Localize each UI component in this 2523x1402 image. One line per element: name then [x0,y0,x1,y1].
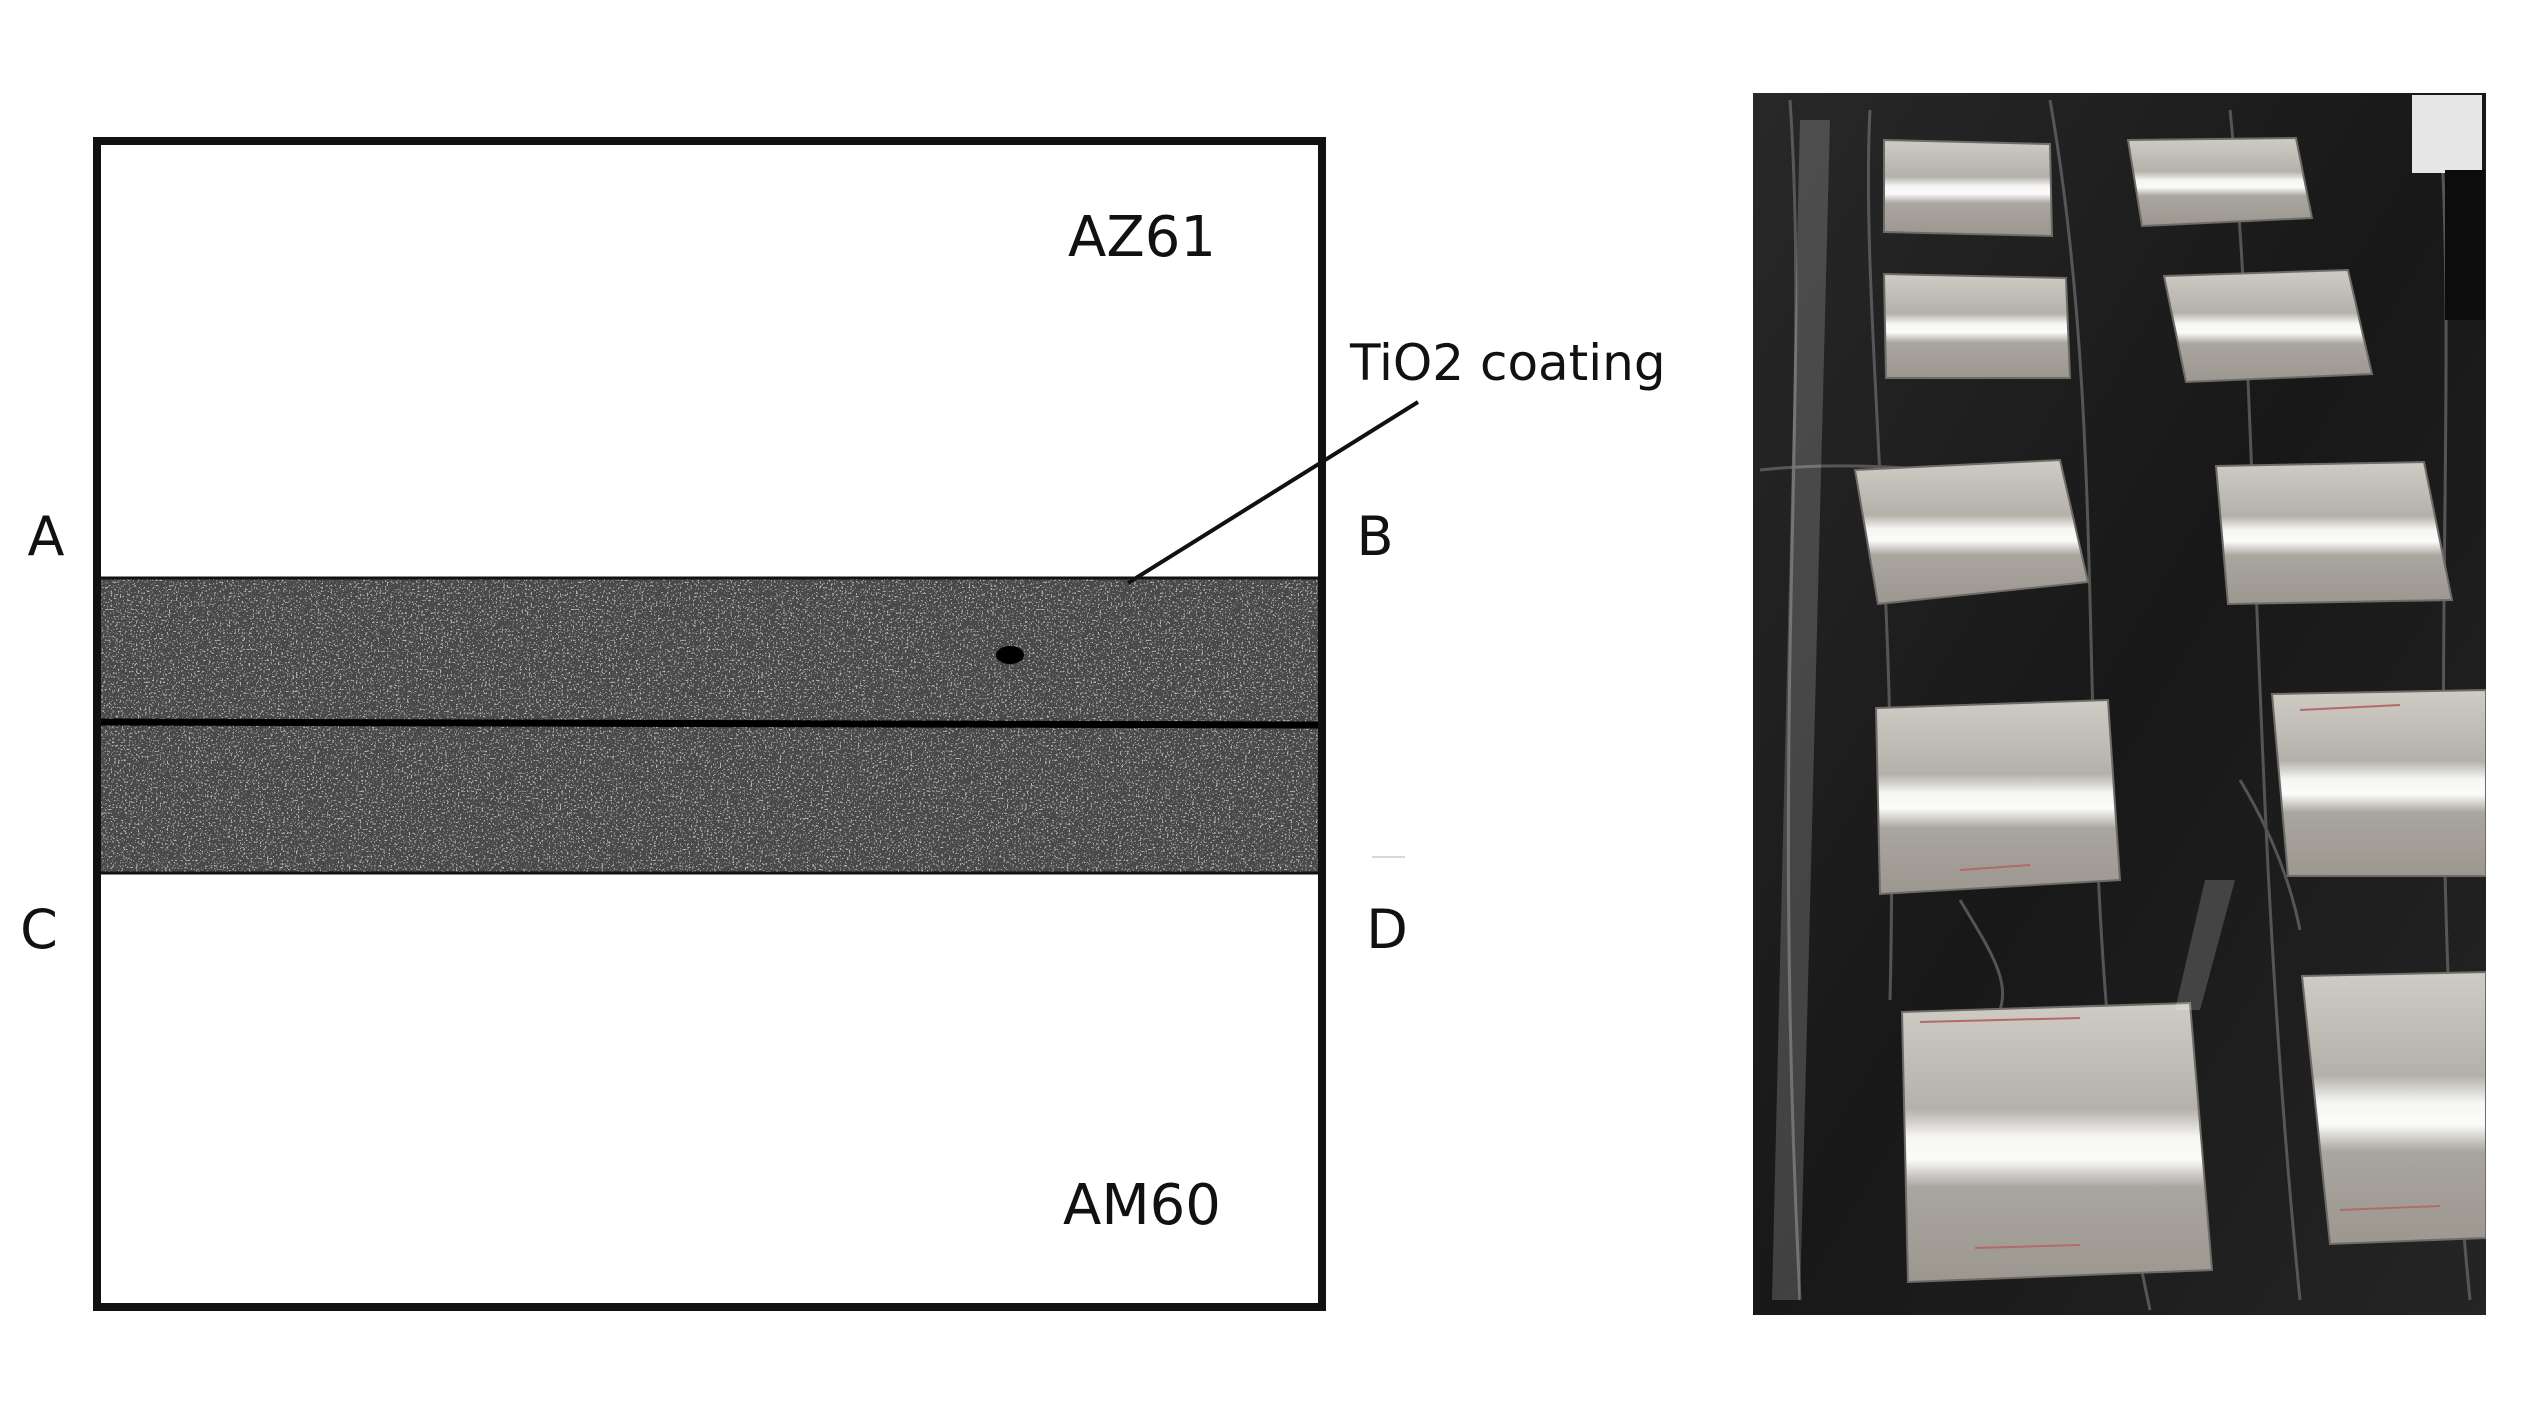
corner-label-d: D [1366,898,1408,961]
specimen [1853,458,2090,606]
wrap-glare [1772,120,2235,1300]
specimen [2162,268,2374,384]
specimen [2300,970,2486,1246]
welded-specimens-photo [1753,93,2486,1315]
plate-outline [93,137,1326,1311]
material-label-bottom: AM60 [1063,1173,1221,1238]
specimen [2126,136,2314,228]
weld-seam-line [96,718,1323,729]
specimen [2214,460,2454,606]
corner-label-c: C [20,898,58,961]
specimen [1883,138,2054,238]
coating-label: TiO2 coating [1349,334,1666,392]
corner-label-b: B [1356,505,1393,568]
weld-schematic: AZ61 AM60 TiO2 coating A B C D [20,137,1666,1311]
specimen [1874,698,2122,896]
specimen [2270,688,2486,877]
specimen [1900,1001,2214,1284]
material-label-top: AZ61 [1068,205,1216,270]
specimen [1882,272,2072,379]
corner-label-a: A [28,505,65,568]
coating-leader-line [1126,400,1420,585]
corner-box [2412,95,2482,173]
